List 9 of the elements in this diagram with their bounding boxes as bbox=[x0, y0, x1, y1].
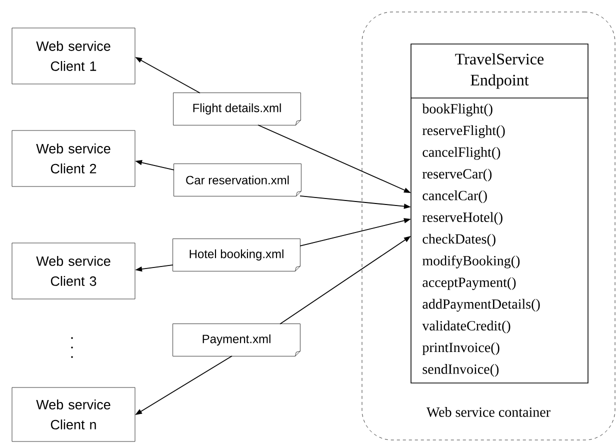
client-box: Web service Client 2 bbox=[12, 130, 136, 187]
document-note: Payment.xml bbox=[172, 324, 300, 356]
client-box: Web service Client n bbox=[12, 387, 136, 442]
client-box: Web service Client 3 bbox=[12, 242, 136, 300]
class-box: TravelService Endpoint bookFlight() reserveFlight() cancelFlight() reserveCar() cancelCar() reserveHotel() checkDates() modifyBooking() acceptPayment() addPaymentDetails() validateCredit() printInvoice() sendInvoice() bbox=[410, 44, 588, 384]
document-note: Hotel booking.xml bbox=[172, 238, 300, 272]
document-note: Flight details.xml bbox=[173, 92, 301, 126]
document-note: Car reservation.xml bbox=[174, 164, 302, 196]
client-box: Web service Client 1 bbox=[12, 28, 136, 84]
